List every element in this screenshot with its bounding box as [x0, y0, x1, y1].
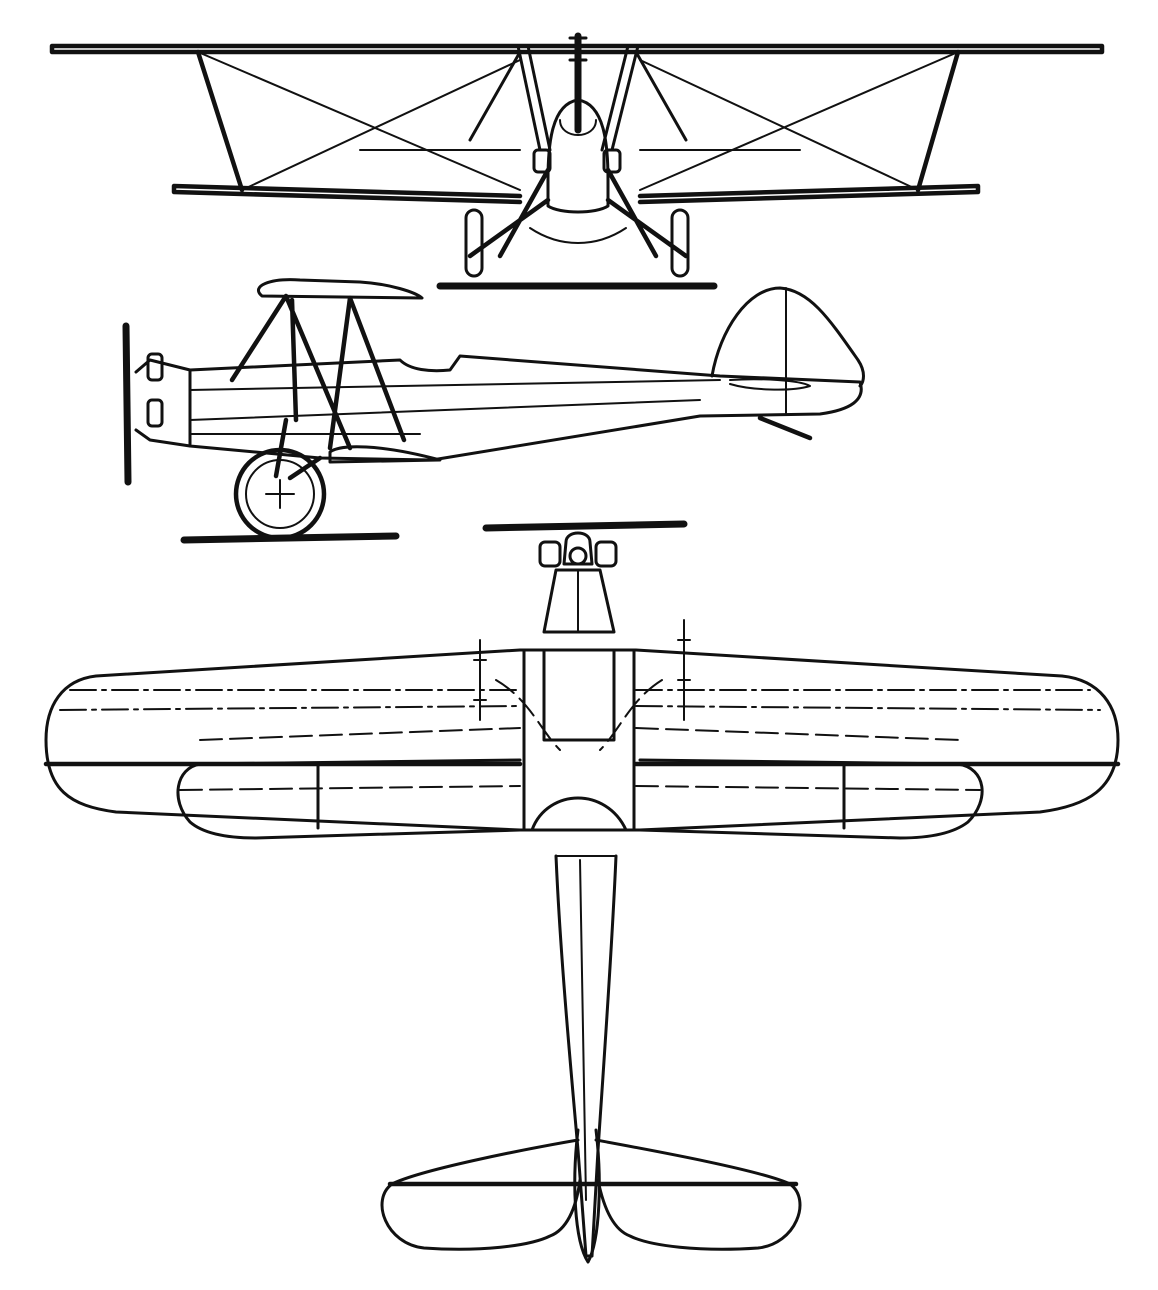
top-propeller: [482, 520, 688, 532]
top-strut-marks: [473, 619, 691, 721]
top-cylinder-left: [538, 540, 562, 568]
front-fuselage: [546, 98, 610, 214]
side-ground-line: [180, 532, 400, 544]
side-struts: [229, 293, 407, 451]
side-fuselage: [188, 354, 863, 462]
side-tail-fin: [710, 286, 865, 388]
front-view: [49, 32, 1105, 290]
top-view: [43, 520, 1121, 1264]
top-spar-lines: [59, 689, 1101, 711]
front-interplane-struts: [195, 49, 961, 193]
top-spinner: [562, 531, 594, 566]
front-bracing-wires: [197, 51, 959, 191]
side-tail-skid: [757, 415, 813, 441]
side-cylinder-lower: [146, 398, 164, 428]
top-upper-wing: [44, 648, 1120, 832]
front-cylinder-right: [602, 148, 622, 174]
side-lower-wing: [328, 445, 442, 464]
front-cylinder-left: [532, 148, 552, 174]
side-view: [122, 278, 865, 544]
side-propeller: [122, 322, 132, 486]
side-wheel-inner: [245, 459, 315, 529]
front-lower-wing: [171, 183, 981, 205]
front-wheel-left: [464, 208, 484, 278]
top-cockpit: [530, 796, 628, 832]
top-cylinder-right: [594, 540, 618, 568]
top-tailplane: [380, 1138, 582, 1251]
top-rear-fuselage: [554, 854, 618, 1258]
side-cylinder-upper: [146, 352, 164, 382]
front-wheel-right: [670, 208, 690, 278]
side-upper-wing: [256, 278, 424, 300]
top-rudder: [573, 1128, 601, 1264]
side-tailplane: [729, 378, 811, 391]
top-fuselage-front: [542, 568, 616, 634]
top-cabane: [522, 648, 636, 832]
front-cabane-struts: [468, 44, 688, 152]
front-undercarriage: [467, 167, 689, 259]
